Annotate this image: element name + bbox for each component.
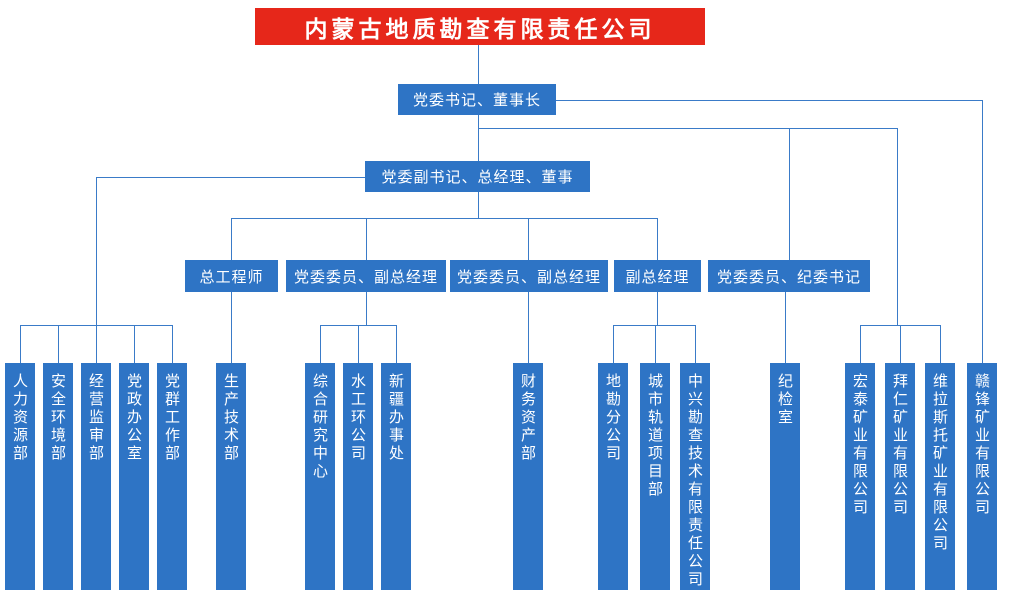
- connector-line: [860, 325, 861, 363]
- dept-label: 中兴勘查技术有限责任公司: [686, 373, 704, 589]
- dept-geological-branch: 地勘分公司: [598, 363, 628, 590]
- node-chief-engineer: 总工程师: [185, 260, 278, 292]
- connector-line: [96, 177, 365, 178]
- dept-label: 安全环境部: [49, 373, 67, 463]
- connector-line: [366, 218, 367, 260]
- connector-line: [231, 218, 658, 219]
- dept-operations-audit: 经营监审部: [81, 363, 111, 590]
- dept-party-gov-office: 党政办公室: [119, 363, 149, 590]
- connector-line: [695, 325, 696, 363]
- connector-line: [231, 292, 232, 363]
- dept-party-mass-work: 党群工作部: [157, 363, 187, 590]
- connector-line: [785, 292, 786, 363]
- connector-line: [20, 325, 173, 326]
- node-committee-deputy-gm-2: 党委委员、副总经理: [450, 260, 608, 292]
- dept-label: 党政办公室: [125, 373, 143, 463]
- connector-line: [900, 325, 901, 363]
- dept-weilasituo-mining: 维拉斯托矿业有限公司: [925, 363, 955, 590]
- dept-label: 宏泰矿业有限公司: [851, 373, 869, 517]
- dept-label: 赣锋矿业有限公司: [973, 373, 991, 517]
- company-title-banner: 内蒙古地质勘查有限责任公司: [255, 8, 705, 45]
- node-discipline-secretary: 党委委员、纪委书记: [708, 260, 870, 292]
- connector-line: [320, 325, 321, 363]
- dept-label: 生产技术部: [222, 373, 240, 463]
- connector-line: [172, 325, 173, 363]
- dept-label: 水工环公司: [349, 373, 367, 463]
- connector-line: [478, 192, 479, 218]
- connector-line: [358, 325, 359, 363]
- dept-finance-assets: 财务资产部: [513, 363, 543, 590]
- connector-line: [789, 128, 790, 260]
- dept-hongtai-mining: 宏泰矿业有限公司: [845, 363, 875, 590]
- connector-line: [528, 292, 529, 363]
- dept-hydro-env-company: 水工环公司: [343, 363, 373, 590]
- connector-line: [657, 292, 658, 325]
- dept-label: 新疆办事处: [387, 373, 405, 463]
- connector-line: [396, 325, 397, 363]
- connector-line: [657, 218, 658, 260]
- connector-line: [897, 128, 898, 325]
- dept-xinjiang-office: 新疆办事处: [381, 363, 411, 590]
- connector-line: [478, 115, 479, 161]
- dept-label: 维拉斯托矿业有限公司: [931, 373, 949, 553]
- connector-line: [613, 325, 614, 363]
- dept-label: 地勘分公司: [604, 373, 622, 463]
- dept-label: 综合研究中心: [311, 373, 329, 481]
- dept-label: 拜仁矿业有限公司: [891, 373, 909, 517]
- dept-research-center: 综合研究中心: [305, 363, 335, 590]
- dept-label: 城市轨道项目部: [646, 373, 664, 499]
- dept-ganfeng-mining: 赣锋矿业有限公司: [967, 363, 997, 590]
- dept-hr: 人力资源部: [5, 363, 35, 590]
- connector-line: [655, 325, 656, 363]
- connector-line: [366, 292, 367, 325]
- node-deputy-gm: 副总经理: [614, 260, 701, 292]
- dept-label: 经营监审部: [87, 373, 105, 463]
- node-committee-deputy-gm-1: 党委委员、副总经理: [286, 260, 446, 292]
- node-party-secretary-chairman: 党委书记、董事长: [398, 84, 556, 115]
- dept-zhongxing-exploration: 中兴勘查技术有限责任公司: [680, 363, 710, 590]
- connector-line: [982, 100, 983, 363]
- dept-label: 人力资源部: [11, 373, 29, 463]
- connector-line: [134, 325, 135, 363]
- connector-line: [96, 177, 97, 363]
- connector-line: [613, 325, 696, 326]
- connector-line: [556, 100, 983, 101]
- dept-label: 纪检室: [776, 373, 794, 427]
- connector-line: [478, 45, 479, 84]
- connector-line: [58, 325, 59, 363]
- connector-line: [940, 325, 941, 363]
- dept-urban-rail-project: 城市轨道项目部: [640, 363, 670, 590]
- node-deputy-secretary-gm-director: 党委副书记、总经理、董事: [365, 161, 590, 192]
- dept-label: 财务资产部: [519, 373, 537, 463]
- connector-line: [528, 218, 529, 260]
- dept-bairen-mining: 拜仁矿业有限公司: [885, 363, 915, 590]
- dept-label: 党群工作部: [163, 373, 181, 463]
- connector-line: [20, 325, 21, 363]
- dept-discipline-inspection-office: 纪检室: [770, 363, 800, 590]
- connector-line: [231, 218, 232, 260]
- dept-safety-environment: 安全环境部: [43, 363, 73, 590]
- dept-production-tech: 生产技术部: [216, 363, 246, 590]
- connector-line: [478, 128, 898, 129]
